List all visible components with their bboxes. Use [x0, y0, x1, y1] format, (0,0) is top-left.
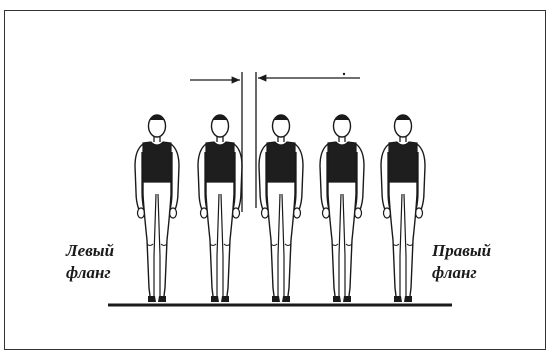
left-flank-line-2: фланг — [66, 262, 114, 284]
soldier-figure — [135, 115, 179, 302]
soldier-figure — [381, 115, 425, 302]
right-flank-label: Правый фланг — [432, 240, 491, 284]
right-flank-line-2: фланг — [432, 262, 491, 284]
soldier-figure — [198, 115, 242, 302]
soldier-figure — [320, 115, 364, 302]
right-flank-line-1: Правый — [432, 240, 491, 262]
soldier-figure — [259, 115, 303, 302]
interval-dot — [343, 73, 345, 75]
left-flank-label: Левый фланг — [66, 240, 114, 284]
left-flank-line-1: Левый — [66, 240, 114, 262]
